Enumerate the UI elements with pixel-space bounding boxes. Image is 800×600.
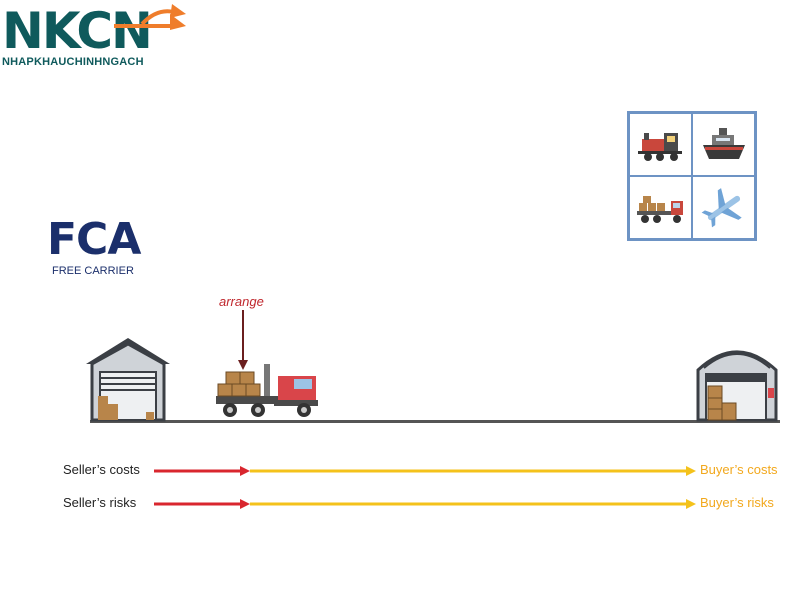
truck-icon xyxy=(636,195,683,223)
logo-tagline: NHAPKHAUCHINHNGACH xyxy=(2,56,144,68)
arrange-arrow xyxy=(238,310,248,370)
seller-risks-label: Seller’s risks xyxy=(63,495,137,510)
buyer-warehouse-icon xyxy=(696,350,778,422)
logo-text: NKCN xyxy=(2,2,153,60)
airplane-icon xyxy=(701,187,742,227)
ship-icon xyxy=(702,127,745,159)
buyer-risks-label: Buyer’s risks xyxy=(700,495,774,510)
page-subtitle: FREE CARRIER xyxy=(52,265,134,277)
page-title: FCA xyxy=(47,214,141,265)
transport-modes-grid xyxy=(627,111,757,241)
risks-arrow xyxy=(154,499,696,509)
costs-arrow xyxy=(154,466,696,476)
seller-warehouse-icon xyxy=(86,338,170,422)
logo-arrow-icon xyxy=(114,4,186,30)
seller-costs-label: Seller’s costs xyxy=(63,462,140,477)
ship-cell xyxy=(692,113,755,176)
loaded-truck-icon xyxy=(216,364,318,417)
arrange-label: arrange xyxy=(219,294,264,309)
train-icon xyxy=(637,132,682,161)
train-cell xyxy=(629,113,692,176)
truck-cell xyxy=(629,176,692,239)
buyer-costs-label: Buyer’s costs xyxy=(700,462,778,477)
ground-line xyxy=(90,420,780,423)
airplane-cell xyxy=(692,176,755,239)
